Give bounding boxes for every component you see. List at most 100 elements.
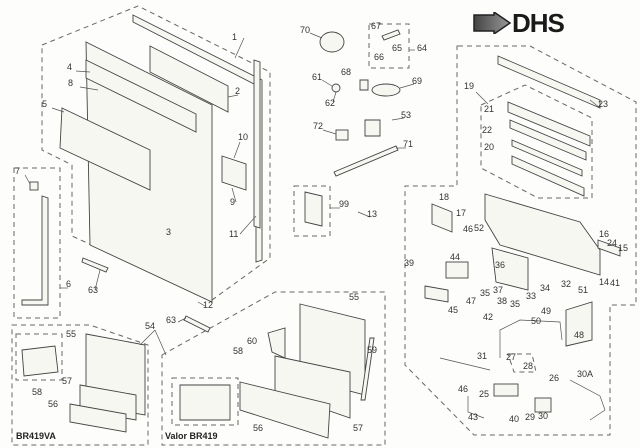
part-number-46b: 46	[458, 384, 469, 394]
front-baffle	[59, 107, 151, 191]
br419-group-outline	[161, 291, 386, 446]
gasket-lower	[511, 155, 585, 197]
part-number-25: 25	[479, 389, 490, 399]
part-number-20: 20	[484, 142, 495, 152]
part-number-50: 50	[531, 316, 542, 326]
part-number-46a: 46	[463, 224, 474, 234]
dhs-logo: DHS	[472, 8, 622, 38]
part-number-58a: 58	[32, 387, 43, 397]
part-number-66: 66	[374, 52, 385, 62]
control-panel	[491, 247, 529, 291]
foil-tape-roll	[319, 31, 345, 53]
br419-coals-outline	[171, 377, 239, 426]
side-bracket	[565, 301, 593, 347]
part-number-9: 9	[230, 197, 236, 207]
part-number-10: 10	[238, 132, 249, 142]
part-number-5: 5	[42, 99, 48, 109]
br419-left-panel	[267, 327, 286, 359]
part-number-35a: 35	[480, 288, 491, 298]
part-number-33: 33	[526, 291, 537, 301]
thermocouple	[597, 239, 621, 257]
br419va-coals-outline	[15, 333, 63, 381]
part-number-21: 21	[484, 104, 495, 114]
part-number-57b: 57	[353, 423, 364, 433]
control-box	[445, 261, 469, 279]
part-number-6: 6	[66, 279, 72, 289]
burner-group-outline	[404, 45, 637, 436]
access-plate	[221, 155, 247, 191]
ignition-group-outline	[13, 167, 61, 319]
part-number-68: 68	[341, 67, 352, 77]
igniter-kit-outline	[368, 23, 410, 69]
part-number-19: 19	[464, 81, 475, 91]
part-number-56a: 56	[48, 399, 59, 409]
part-number-48: 48	[574, 330, 585, 340]
bracket-kit-outline	[293, 185, 331, 237]
top-plate	[497, 55, 601, 109]
br419-log-rear	[274, 355, 351, 419]
part-number-8: 8	[68, 78, 74, 88]
part-number-24: 24	[607, 238, 618, 248]
part-number-59: 59	[367, 345, 378, 355]
part-number-52: 52	[474, 223, 485, 233]
br419va-group-outline	[11, 324, 149, 446]
part-number-30A: 30A	[577, 369, 594, 379]
br419-coals	[179, 384, 231, 421]
part-number-63b: 63	[166, 315, 177, 325]
part-number-22: 22	[482, 125, 493, 135]
part-number-14: 14	[599, 277, 610, 287]
trim-strip-63b	[183, 315, 211, 333]
part-number-49: 49	[541, 306, 552, 316]
part-number-17: 17	[456, 208, 467, 218]
part-number-37: 37	[493, 285, 504, 295]
pilot-tube	[439, 357, 491, 371]
br419-side-panel	[360, 337, 375, 401]
side-rail	[253, 59, 261, 229]
part-number-55b: 55	[349, 292, 360, 302]
ignition-lead	[21, 195, 49, 306]
hose-clamps	[371, 83, 401, 97]
part-number-69: 69	[412, 76, 423, 86]
pilot-pipe	[467, 396, 485, 419]
piezo-igniter	[29, 181, 39, 191]
part-number-58b: 58	[233, 346, 244, 356]
part-number-35b: 35	[510, 299, 521, 309]
firebox-frame	[132, 14, 263, 263]
foam-block	[335, 129, 349, 141]
part-number-2: 2	[235, 86, 241, 96]
part-number-11: 11	[229, 229, 239, 239]
part-number-45: 45	[448, 305, 459, 315]
leader-lines	[24, 32, 601, 356]
part-number-26: 26	[549, 373, 560, 383]
part-number-16: 16	[599, 229, 610, 239]
part-number-63a: 63	[88, 285, 99, 295]
rod	[333, 145, 399, 177]
br419va-log-front	[69, 403, 127, 433]
part-number-36: 36	[495, 260, 506, 270]
part-number-41: 41	[610, 278, 621, 288]
ember-bed-outline	[480, 84, 593, 199]
part-number-34: 34	[540, 283, 551, 293]
part-number-1: 1	[232, 32, 238, 42]
part-number-38: 38	[497, 296, 508, 306]
br419va-coals	[21, 345, 59, 377]
part-number-62: 62	[325, 98, 336, 108]
mounting-bracket	[304, 191, 323, 227]
part-number-13: 13	[367, 209, 378, 219]
part-number-3: 3	[166, 227, 172, 237]
part-number-65: 65	[392, 43, 403, 53]
burner-tray	[507, 101, 591, 147]
part-number-54: 54	[145, 321, 156, 331]
model-label-br419: Valor BR419	[165, 431, 218, 441]
part-number-15: 15	[618, 243, 629, 253]
part-number-43: 43	[468, 412, 479, 422]
part-number-44: 44	[450, 252, 461, 262]
part-number-23: 23	[598, 99, 609, 109]
part-number-42: 42	[483, 312, 494, 322]
gasket-upper	[509, 119, 587, 161]
flue-baffle	[149, 45, 229, 113]
mesh-strip	[511, 139, 583, 177]
part-number-31: 31	[477, 351, 488, 361]
